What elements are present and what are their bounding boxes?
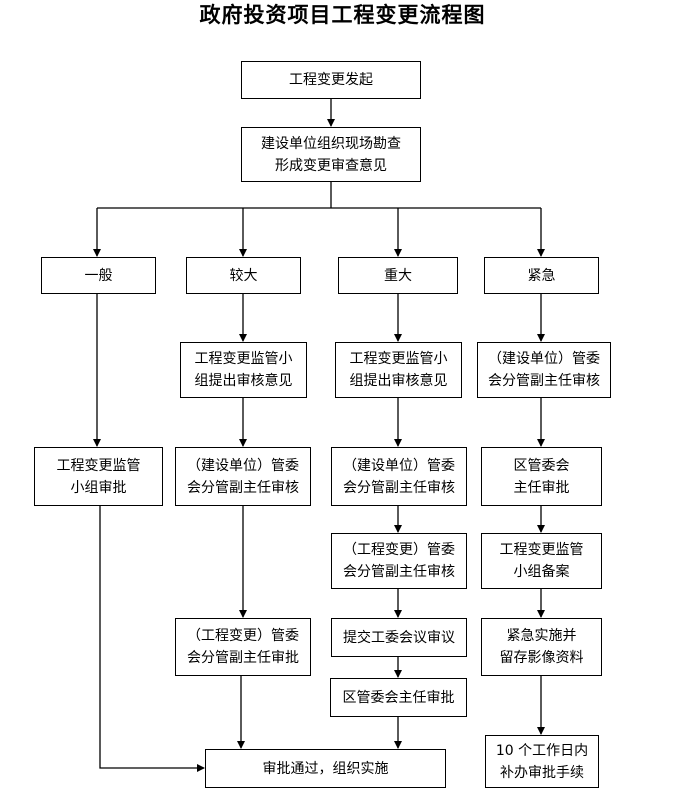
urgent-filing: 工程变更监管小组备案 (481, 533, 602, 589)
urgent-implement-line-2: 留存影像资料 (499, 650, 584, 666)
category-general: 一般 (41, 257, 156, 294)
larger-group-opinion: 工程变更监管小组提出审核意见 (180, 342, 307, 398)
urgent-implement: 紧急实施并留存影像资料 (481, 618, 602, 676)
general-group-approval-line-1: 工程变更监管 (56, 457, 141, 474)
category-major: 重大 (338, 257, 458, 294)
major-review-2-line-1: （工程变更）管委 (343, 542, 455, 558)
larger-approval-line-2: 会分管副主任审批 (187, 650, 299, 666)
category-larger: 较大 (186, 257, 301, 294)
arrow-general-to-end (99, 506, 205, 772)
start-node: 工程变更发起 (241, 61, 421, 99)
major-group-opinion-line-2: 组提出审核意见 (349, 373, 448, 389)
end-node: 审批通过，组织实施 (205, 749, 446, 788)
urgent-supplement-line-1: 10 个工作日内 (495, 742, 589, 759)
urgent-review-line-2: 会分管副主任审核 (488, 373, 600, 389)
larger-review: （建设单位）管委会分管副主任审核 (175, 447, 311, 506)
major-director: 区管委会主任审批 (330, 678, 467, 717)
category-urgent-label: 紧急 (527, 267, 556, 284)
major-review-2-line-2: 会分管副主任审核 (343, 564, 455, 580)
survey-node: 建设单位组织现场勘查形成变更审查意见 (241, 127, 421, 182)
category-general-label: 一般 (84, 267, 113, 284)
major-director-label: 区管委会主任审批 (342, 689, 455, 706)
survey-line-2: 形成变更审查意见 (275, 157, 387, 174)
urgent-director-line-1: 区管委会 (513, 457, 570, 474)
urgent-supplement-line-2: 补办审批手续 (499, 764, 584, 781)
category-major-label: 重大 (384, 267, 412, 284)
major-group-opinion: 工程变更监管小组提出审核意见 (335, 342, 462, 398)
urgent-director: 区管委会主任审批 (481, 447, 602, 506)
larger-group-opinion-line-1: 工程变更监管小 (194, 351, 293, 367)
major-meeting-label: 提交工委会议审议 (343, 629, 455, 646)
urgent-filing-line-1: 工程变更监管 (499, 542, 584, 558)
general-group-approval-line-2: 小组审批 (70, 479, 127, 496)
category-urgent: 紧急 (484, 257, 599, 294)
general-group-approval: 工程变更监管小组审批 (34, 447, 163, 506)
larger-review-line-2: 会分管副主任审核 (187, 479, 299, 496)
major-review-1: （建设单位）管委会分管副主任审核 (331, 447, 467, 506)
major-meeting: 提交工委会议审议 (331, 618, 467, 657)
major-review-1-line-2: 会分管副主任审核 (343, 479, 455, 496)
urgent-implement-line-1: 紧急实施并 (506, 628, 577, 644)
larger-review-line-1: （建设单位）管委 (187, 457, 299, 474)
page-title: 政府投资项目工程变更流程图 (199, 2, 486, 27)
major-review-2: （工程变更）管委会分管副主任审核 (331, 533, 467, 589)
urgent-director-line-2: 主任审批 (513, 479, 570, 496)
urgent-review: （建设单位）管委会分管副主任审核 (477, 342, 611, 398)
major-review-1-line-1: （建设单位）管委 (343, 457, 455, 474)
larger-approval: （工程变更）管委会分管副主任审批 (175, 618, 311, 676)
urgent-review-line-1: （建设单位）管委 (488, 351, 600, 367)
urgent-supplement: 10 个工作日内补办审批手续 (485, 735, 599, 788)
start-label: 工程变更发起 (289, 72, 373, 88)
larger-group-opinion-line-2: 组提出审核意见 (194, 373, 293, 389)
larger-approval-line-1: （工程变更）管委 (187, 628, 299, 644)
category-larger-label: 较大 (229, 267, 258, 284)
end-label: 审批通过，组织实施 (262, 760, 389, 777)
survey-line-1: 建设单位组织现场勘查 (261, 135, 401, 152)
urgent-filing-line-2: 小组备案 (513, 564, 570, 580)
major-group-opinion-line-1: 工程变更监管小 (349, 351, 448, 367)
